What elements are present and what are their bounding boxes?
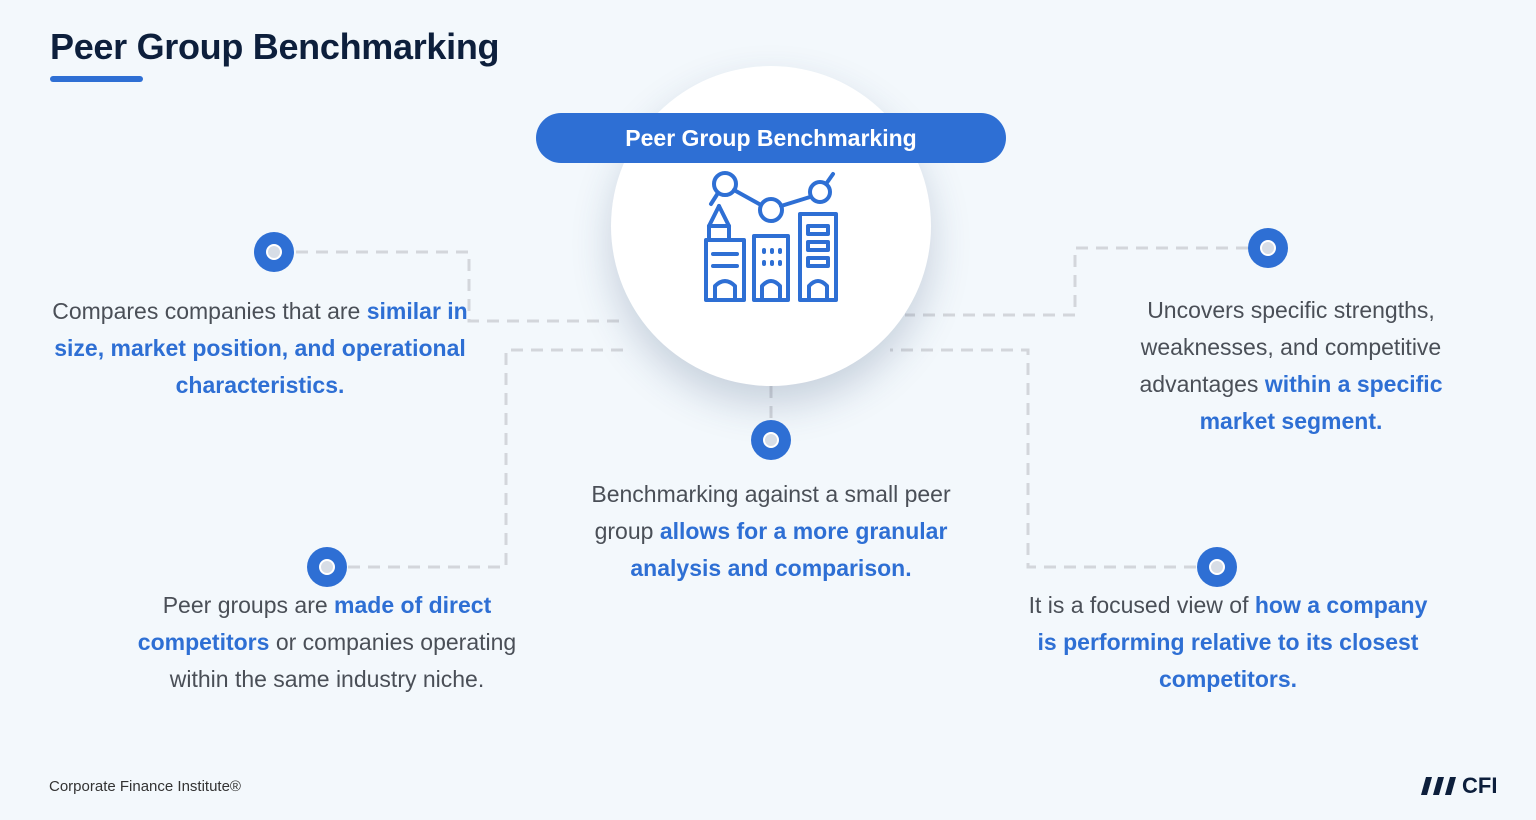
point-focused-text: It is a focused view of how a company is…: [1028, 592, 1428, 692]
footer-source: Corporate Finance Institute®: [49, 778, 241, 795]
cfi-logo-icon: [1421, 777, 1456, 795]
marker-dot-focused: [1197, 547, 1237, 587]
marker-dot-strengths: [1248, 228, 1288, 268]
buildings-analytics-icon: [704, 171, 838, 302]
marker-dot-size: [254, 232, 294, 272]
marker-dot-competitors: [307, 547, 347, 587]
point-competitors-text: Peer groups are made of direct competito…: [137, 592, 517, 692]
page-title: Peer Group Benchmarking: [50, 26, 500, 67]
point-size-text: Compares companies that are similar in s…: [52, 298, 468, 398]
cfi-logo-text: CFI: [1462, 773, 1498, 798]
point-granular-text: Benchmarking against a small peer group …: [591, 481, 951, 581]
marker-dot-granular: [751, 420, 791, 460]
cfi-logo: CFI: [1420, 773, 1497, 799]
connector-strengths: [905, 246, 1248, 317]
title-underline: [50, 76, 143, 82]
connector-size: [296, 250, 625, 323]
point-strengths-text: Uncovers specific strengths, weaknesses,…: [1139, 297, 1443, 434]
connector-competitors: [348, 348, 630, 569]
hub-pill-label: Peer Group Benchmarking: [536, 113, 1006, 163]
connector-focused: [890, 348, 1196, 569]
